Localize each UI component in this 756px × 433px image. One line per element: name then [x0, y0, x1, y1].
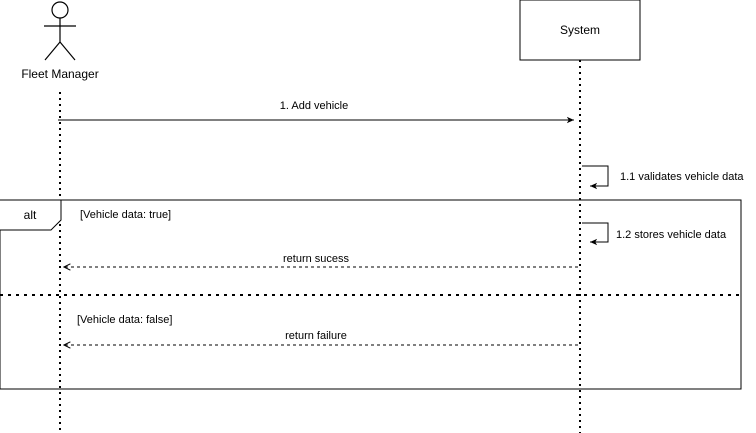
actor-head: [51, 1, 69, 19]
message-validates[interactable]: 1.1 validates vehicle data: [582, 165, 744, 190]
alt-frame: [0, 199, 742, 390]
system-label: System: [560, 23, 600, 37]
actor-left-leg: [44, 41, 61, 61]
system-participant[interactable]: System: [519, 0, 641, 61]
alt-operator-label: alt: [24, 208, 37, 222]
fleet-manager-label: Fleet Manager: [21, 67, 98, 81]
guard-true-label: [Vehicle data: true]: [80, 209, 171, 221]
alt-fragment: alt [Vehicle data: true] [Vehicle data: …: [0, 199, 742, 390]
return-failure-label: return failure: [285, 330, 347, 342]
message-return-failure[interactable]: return failure: [64, 330, 578, 345]
stores-arrow: [582, 222, 609, 246]
message-add-vehicle[interactable]: 1. Add vehicle: [58, 100, 574, 124]
validates-label: 1.1 validates vehicle data: [620, 171, 744, 183]
message-return-success[interactable]: return sucess: [64, 253, 578, 267]
message-stores[interactable]: 1.2 stores vehicle data: [582, 222, 727, 246]
stores-label: 1.2 stores vehicle data: [616, 229, 727, 241]
return-success-label: return sucess: [283, 253, 350, 265]
add-vehicle-label: 1. Add vehicle: [280, 100, 349, 112]
system-box: [519, 0, 641, 61]
validates-arrow: [582, 165, 609, 190]
alt-operator-tab: [0, 199, 62, 231]
guard-false-label: [Vehicle data: false]: [77, 314, 172, 326]
actor-right-leg: [59, 41, 76, 61]
fleet-manager-actor[interactable]: Fleet Manager: [21, 1, 99, 81]
